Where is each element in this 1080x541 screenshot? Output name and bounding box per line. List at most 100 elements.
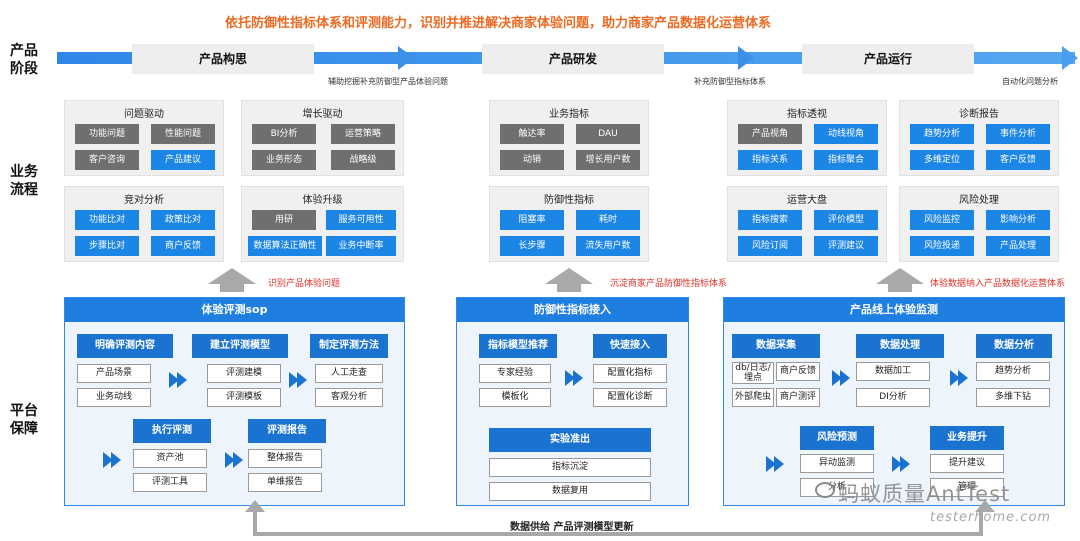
chip: 指标关系 — [738, 150, 802, 170]
platform-title: 产品线上体验监测 — [724, 298, 1064, 322]
arrow-note-2: 沉淀商家产品防御性指标体系 — [610, 279, 728, 289]
sop-item: 评测模板 — [207, 388, 281, 407]
stage-note-2: 补充防御型指标体系 — [694, 77, 766, 86]
wechat-icon — [815, 482, 835, 498]
up-arrow-3-stem — [888, 284, 912, 292]
platform-evaluation-sop: 体验评测sop 明确评测内容 产品场景 业务动线 建立评测模型 评测建模 评测模… — [64, 297, 405, 506]
monitor-item: DI分析 — [856, 388, 930, 407]
chip: 流失用户数 — [576, 236, 640, 256]
panel-diagnosis-report: 诊断报告 趋势分析 事件分析 多维定位 客户反馈 — [899, 100, 1059, 176]
monitor-item: 商户反馈 — [776, 362, 820, 381]
row-label-platform-text: 平台 保障 — [10, 403, 38, 437]
sop-build-model: 建立评测模型 — [192, 334, 288, 358]
chip: 评测建议 — [814, 236, 878, 256]
watermark-sub: testerhome.com — [930, 510, 1052, 525]
panel-title: 防御性指标 — [544, 195, 594, 206]
row-label-stage: 产品 阶段 — [10, 42, 46, 78]
defense-item: 配置化诊断 — [593, 388, 667, 407]
panel-problem-driven: 问题驱动 功能问题 性能问题 客户咨询 产品建议 — [64, 100, 224, 176]
feedback-loop-arrowhead-left — [245, 500, 265, 512]
defense-item: 专家经验 — [479, 364, 551, 383]
feedback-loop — [253, 510, 983, 536]
chevron-right-icon — [289, 372, 307, 388]
chip: 增长用户数 — [576, 150, 640, 170]
chevron-right-icon — [766, 456, 784, 472]
chip: 客户反馈 — [986, 150, 1050, 170]
stage-timeline-arrowhead — [1062, 46, 1078, 70]
panel-business-metrics: 业务指标 触达率 DAU 动销 增长用户数 — [489, 100, 649, 176]
defense-quick-access: 快速接入 — [593, 334, 667, 358]
feedback-loop-arrowhead-right — [975, 500, 995, 512]
sop-item: 评测建模 — [207, 364, 281, 383]
monitor-business-improvement: 业务提升 — [930, 426, 1004, 450]
chip: 风险监控 — [910, 210, 974, 230]
monitor-data-collection: 数据采集 — [732, 334, 820, 358]
chip: 事件分析 — [986, 124, 1050, 144]
chip: 指标搜索 — [738, 210, 802, 230]
chevron-right-icon — [169, 372, 187, 388]
chip: 耗时 — [576, 210, 640, 230]
panel-title: 运营大盘 — [787, 195, 827, 206]
panel-operations-dashboard: 运营大盘 指标搜索 评价模型 风险订阅 评测建议 — [727, 186, 887, 262]
stage-development: 产品研发 — [482, 44, 664, 74]
up-arrow-2-stem — [557, 284, 581, 292]
monitor-item: 数据加工 — [856, 362, 930, 381]
sop-define-method: 制定评测方法 — [310, 334, 388, 358]
up-arrow-2 — [545, 268, 593, 284]
defense-item: 数据复用 — [489, 482, 651, 501]
monitor-item: 商户测评 — [776, 388, 820, 407]
panel-title: 风险处理 — [959, 195, 999, 206]
defense-experiment-exit: 实验准出 — [489, 428, 651, 452]
platform-online-monitoring: 产品线上体验监测 数据采集 db/日志/埋点 商户反馈 外部爬虫 商户测评 数据… — [723, 297, 1065, 506]
monitor-item: 异动监测 — [800, 454, 874, 473]
up-arrow-3 — [876, 268, 924, 284]
chip: 用研 — [252, 210, 316, 230]
chip: 趋势分析 — [910, 124, 974, 144]
panel-metric-perspective: 指标透视 产品视角 动线视角 指标关系 指标聚合 — [727, 100, 887, 176]
panel-title: 增长驱动 — [302, 109, 343, 120]
defense-model-recommend: 指标模型推荐 — [479, 334, 557, 358]
chip: BI分析 — [252, 124, 316, 144]
monitor-data-analysis: 数据分析 — [976, 334, 1052, 358]
panel-title: 竞对分析 — [124, 195, 164, 206]
panel-competitor-analysis: 竞对分析 功能比对 政策比对 步骤比对 商户反馈 — [64, 186, 224, 262]
up-arrow-1-stem — [220, 284, 244, 292]
panel-title: 问题驱动 — [124, 109, 164, 120]
chip: 动线视角 — [814, 124, 878, 144]
chip: 功能比对 — [75, 210, 139, 230]
headline: 依托防御性指标体系和评测能力，识别并推进解决商家体验问题，助力商家产品数据化运营… — [225, 16, 772, 31]
monitor-data-processing: 数据处理 — [856, 334, 944, 358]
row-label-flow: 业务 流程 — [10, 163, 46, 199]
chip: 多维定位 — [910, 150, 974, 170]
stage-ideation: 产品构思 — [132, 44, 314, 74]
panel-title: 业务指标 — [549, 109, 589, 120]
panel-growth-driven: 增长驱动 BI分析 运营策略 业务形态 战略级 — [241, 100, 404, 176]
stage-arrow-1 — [398, 46, 414, 70]
up-arrow-1 — [208, 268, 256, 284]
platform-title: 防御性指标接入 — [457, 298, 688, 322]
watermark-main: 蚂蚁质量AntTest — [838, 482, 1011, 506]
chip: 产品建议 — [151, 150, 215, 170]
chip: DAU — [576, 124, 640, 144]
chip: 长步骤 — [500, 236, 564, 256]
chevron-right-icon — [832, 370, 850, 386]
chip: 影响分析 — [986, 210, 1050, 230]
monitor-item: 管理 — [930, 478, 1004, 497]
chevron-right-icon — [565, 370, 583, 386]
sop-item: 资产池 — [133, 449, 207, 468]
panel-title: 指标透视 — [787, 109, 827, 120]
sop-define-content: 明确评测内容 — [77, 334, 173, 358]
chip: 服务可用性 — [326, 210, 396, 230]
chevron-right-icon — [892, 456, 910, 472]
monitor-risk-prediction: 风险预测 — [800, 426, 874, 450]
defense-item: 模板化 — [479, 388, 551, 407]
chip: 指标聚合 — [814, 150, 878, 170]
sop-item: 单维报告 — [248, 473, 322, 492]
monitor-item: 多维下钻 — [976, 388, 1050, 407]
defense-item: 配置化指标 — [593, 364, 667, 383]
monitor-item: db/日志/埋点 — [732, 362, 774, 384]
arrow-note-1: 识别产品体验问题 — [268, 279, 341, 289]
stage-note-3: 自动化问题分析 — [1002, 77, 1058, 86]
sop-item: 评测工具 — [133, 473, 207, 492]
sop-item: 人工走查 — [315, 364, 383, 383]
